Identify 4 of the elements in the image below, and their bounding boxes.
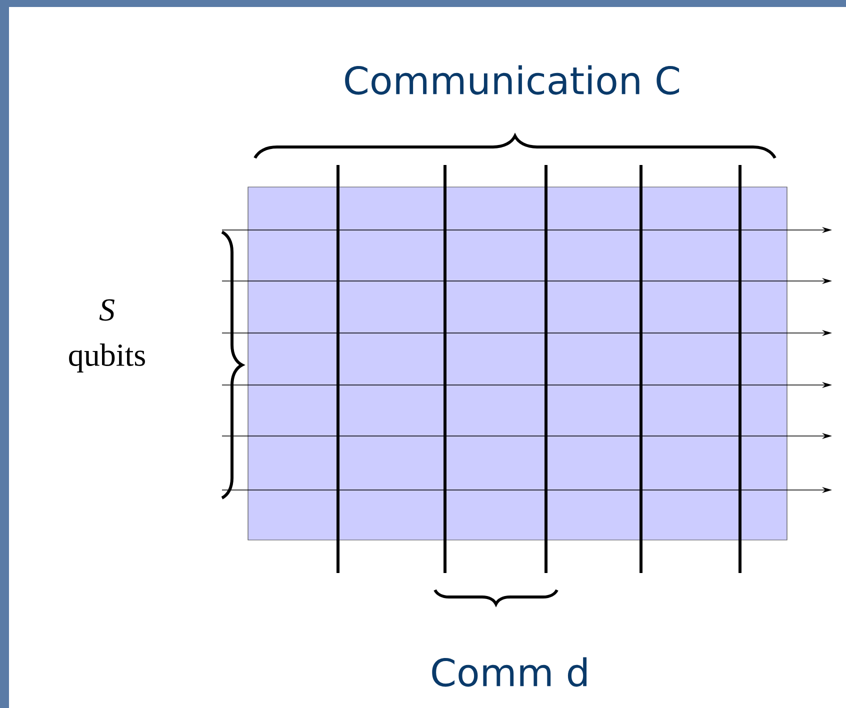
- label: qubits: [69, 344, 145, 372]
- label: S: [99, 299, 114, 321]
- label: Comm d: [432, 657, 587, 687]
- label: Communication C: [345, 65, 680, 95]
